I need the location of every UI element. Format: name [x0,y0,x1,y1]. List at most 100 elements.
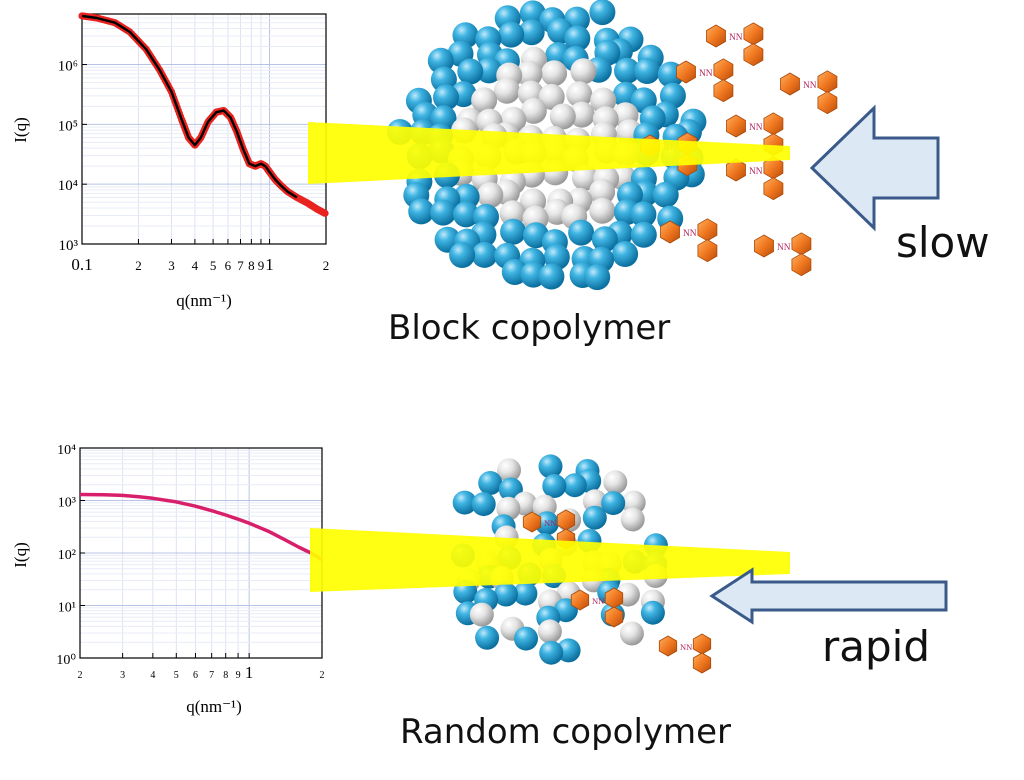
xray-beam-bottom [310,528,790,592]
y-tick-label: 10⁰ [56,653,76,668]
core-sphere [497,458,521,483]
shell-sphere [568,219,595,246]
azo-molecule: NN [522,509,576,550]
core-sphere [448,146,475,172]
core-sphere [566,187,593,214]
shell-sphere [514,626,538,651]
core-sphere [619,621,644,646]
shell-sphere [663,164,690,191]
rapid-label: rapid [822,622,930,671]
y-axis-label: I(q) [11,542,30,567]
core-sphere [538,83,565,110]
shell-sphere [386,119,413,145]
y-tick-label: 10² [58,548,76,563]
shell-sphere [596,567,621,592]
shell-sphere [612,241,639,267]
shell-sphere [523,222,549,249]
shell-sphere [532,533,557,557]
orange-hexagon [522,511,542,533]
core-sphere [590,121,617,148]
shell-sphere [601,491,626,516]
core-sphere [448,160,475,186]
azo-molecule: NN [706,22,764,67]
orange-hexagon [604,606,624,628]
shell-sphere [562,45,589,72]
y-tick-label: 10⁵ [58,118,78,134]
azo-molecule: NN [570,587,624,628]
core-sphere [493,179,520,206]
orange-hexagon [817,70,838,94]
shell-sphere [588,246,615,273]
shell-sphere [434,226,461,253]
shell-sphere [630,87,657,114]
linker-label: NN [592,596,604,606]
x-tick-label: 0.1 [71,255,92,274]
core-sphere [592,106,619,133]
core-sphere [643,564,668,588]
orange-hexagon [726,158,746,182]
orange-hexagon [677,153,698,177]
shell-sphere [637,44,664,71]
core-sphere [503,138,530,165]
x-tick-label: 3 [168,258,175,273]
shell-sphere [545,42,572,69]
shell-sphere [553,598,578,623]
x-tick-label: 6 [193,670,198,681]
shell-sphere [498,21,525,48]
core-sphere [589,197,616,224]
shell-sphere [452,22,479,49]
core-sphere [620,507,645,532]
core-sphere [469,602,494,627]
core-sphere [481,123,508,150]
shell-sphere [513,581,538,606]
shell-sphere [630,201,657,228]
orange-hexagon [706,24,726,48]
shell-sphere [403,182,430,209]
series-line [81,14,298,199]
shell-sphere [406,143,433,170]
orange-hexagon [658,635,678,657]
shell-sphere [606,220,633,247]
shell-sphere [452,490,477,515]
shell-sphere [556,638,581,663]
series-line [79,492,323,562]
y-tick-label: 10³ [59,238,79,254]
azo-molecule: NN [640,132,698,177]
core-sphere [500,616,525,641]
core-sphere [544,198,571,225]
core-sphere [499,200,526,227]
core-sphere [557,508,582,533]
x-tick-label: 1 [245,663,254,682]
azo-molecule: NN [658,633,712,674]
core-sphere [520,188,547,215]
shell-sphere [643,533,668,558]
shell-sphere [634,58,661,84]
shell-sphere [494,582,518,607]
shell-sphere [412,101,439,128]
core-sphere [568,101,595,128]
shell-sphere [562,473,587,498]
orange-hexagon [692,633,712,655]
core-sphere [603,470,628,495]
shell-sphere [640,600,665,625]
x-tick-label: 2 [320,670,325,681]
core-sphere [621,490,646,515]
shell-sphere [519,0,546,27]
x-tick-label: 6 [225,258,232,273]
shell-sphere [662,123,689,150]
shell-sphere [518,19,545,46]
x-tick-label: 5 [210,258,217,273]
azo-molecule: NN [660,218,718,263]
shell-sphere [633,122,660,149]
core-sphere [516,60,543,87]
core-sphere [518,161,545,188]
core-sphere [589,178,616,205]
x-tick-label: 7 [237,258,244,273]
shell-sphere [470,221,497,248]
core-sphere [456,568,481,592]
azo-molecule: NN [754,232,812,277]
shell-sphere [447,40,474,67]
orange-hexagon [570,589,590,611]
orange-hexagon [556,509,576,531]
shell-sphere [519,247,546,274]
